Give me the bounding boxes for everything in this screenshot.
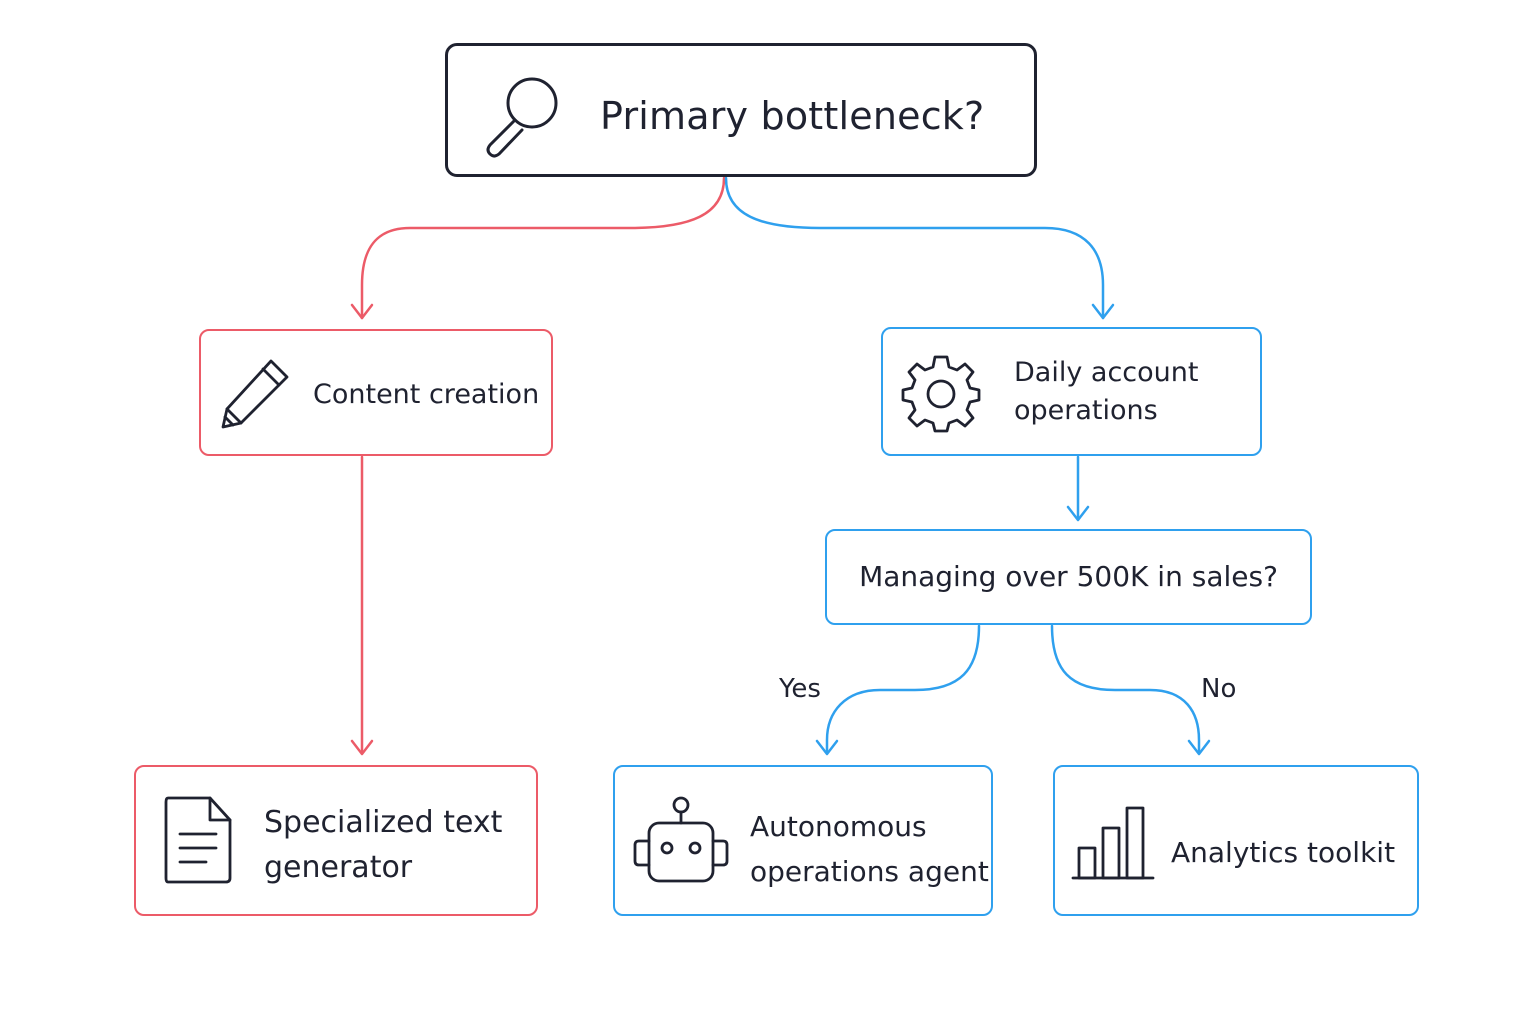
pencil-icon [221, 359, 289, 429]
gear-icon [901, 355, 981, 433]
connector-yes [825, 624, 981, 755]
arrowhead-content [350, 303, 374, 320]
document-icon [164, 796, 232, 884]
node-primary-bottleneck: Primary bottleneck? [445, 43, 1037, 177]
connector-root-to-content [360, 176, 726, 320]
magnifier-icon [486, 77, 558, 158]
robot-icon [633, 796, 729, 883]
node-managing-sales-question: Managing over 500K in sales? [825, 529, 1312, 625]
arrowhead-analytics [1187, 739, 1211, 756]
node-content-creation: Content creation [199, 329, 553, 456]
connector-no [1050, 624, 1201, 755]
arrowhead-daily [1091, 303, 1115, 320]
operations-agent-line2: operations agent [750, 854, 989, 888]
bar-chart-icon [1071, 806, 1155, 880]
branch-label-no: No [1201, 674, 1237, 704]
daily-operations-line2: operations [1014, 394, 1158, 426]
managing-question-label: Managing over 500K in sales? [859, 560, 1278, 594]
operations-agent-label: Autonomous operations agent [750, 805, 989, 895]
arrowhead-textgen [350, 739, 374, 756]
text-generator-line2: generator [264, 850, 413, 885]
connector-root-to-daily [724, 176, 1105, 320]
content-creation-label: Content creation [313, 379, 540, 410]
node-daily-account-operations: Daily account operations [881, 327, 1262, 456]
text-generator-line1: Specialized text [264, 805, 503, 840]
branch-label-yes: Yes [779, 674, 821, 704]
node-autonomous-operations-agent: Autonomous operations agent [613, 765, 993, 916]
node-analytics-toolkit: Analytics toolkit [1053, 765, 1419, 916]
arrowhead-managing [1066, 505, 1090, 522]
node-specialized-text-generator: Specialized text generator [134, 765, 538, 916]
daily-operations-label: Daily account operations [1014, 354, 1198, 430]
arrowhead-agent [815, 739, 839, 756]
root-label: Primary bottleneck? [600, 94, 985, 138]
text-generator-label: Specialized text generator [264, 800, 502, 890]
operations-agent-line1: Autonomous [750, 810, 927, 843]
analytics-toolkit-label: Analytics toolkit [1171, 836, 1396, 869]
daily-operations-line1: Daily account [1014, 357, 1199, 388]
